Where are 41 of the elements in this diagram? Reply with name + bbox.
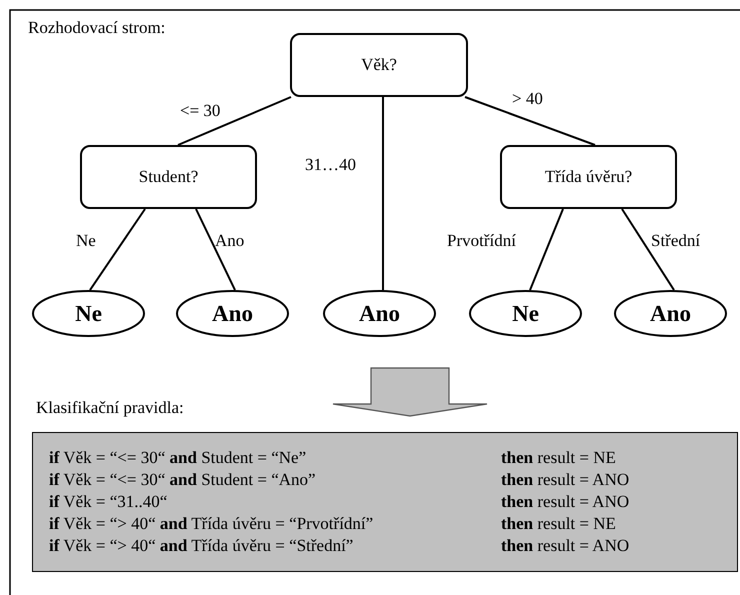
rule-text: then result = NE <box>501 447 617 469</box>
rule-text: if Věk = “> 40“ and Třída úvěru = “Střední” <box>49 535 354 557</box>
branch-line <box>621 208 675 291</box>
edge-label: > 40 <box>512 89 543 109</box>
heading-label: Rozhodovací strom: <box>28 18 166 38</box>
rule-text: if Věk = “<= 30“ and Student = “Ano” <box>49 469 317 491</box>
rule-text: if Věk = “31..40“ <box>49 491 168 513</box>
rule-text: then result = ANO <box>501 469 630 491</box>
decision-box: Třída úvěru? <box>500 145 677 209</box>
branch-line <box>195 208 236 290</box>
leaf-ellipse <box>32 290 145 337</box>
rule-text: then result = ANO <box>501 491 630 513</box>
rule-text: then result = ANO <box>501 535 630 557</box>
rule-text: if Věk = “<= 30“ and Student = “Ne” <box>49 447 308 469</box>
rule-text: then result = NE <box>501 513 617 535</box>
leaf-ellipse <box>469 290 582 337</box>
edge-label: 31…40 <box>305 155 356 175</box>
edge-label: <= 30 <box>180 101 220 121</box>
edge-label: Ano <box>215 231 244 251</box>
leaf-label: Ano <box>650 300 691 326</box>
leaf-label: Ne <box>512 300 539 326</box>
edge-label: Střední <box>651 231 700 251</box>
heading-label: Klasifikační pravidla: <box>36 398 184 418</box>
edge-label: Prvotřídní <box>447 231 516 251</box>
leaf-label: Ne <box>75 300 102 326</box>
rule-text: if Věk = “> 40“ and Třída úvěru = “Prvotřídní” <box>49 513 374 535</box>
decision-box: Student? <box>80 145 257 209</box>
branch-line <box>178 96 292 146</box>
branch-line <box>529 208 564 290</box>
leaf-ellipse <box>614 290 727 337</box>
leaf-ellipse <box>176 290 289 337</box>
leaf-ellipse <box>323 290 436 337</box>
branch-line <box>464 96 596 146</box>
leaf-label: Ano <box>359 300 400 326</box>
decision-box: Věk? <box>290 33 468 97</box>
branch-line <box>89 208 146 291</box>
edge-label: Ne <box>76 231 96 251</box>
block-arrow <box>332 367 488 417</box>
branch-line <box>382 97 384 290</box>
leaf-label: Ano <box>212 300 253 326</box>
rules-panel <box>32 432 738 572</box>
